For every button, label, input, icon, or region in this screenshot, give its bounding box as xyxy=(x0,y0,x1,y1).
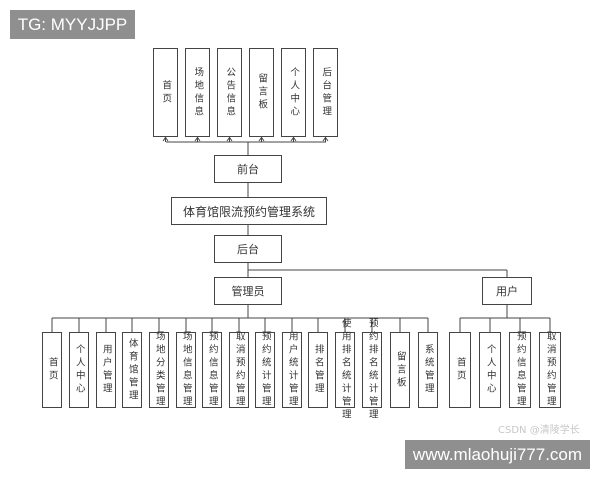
frontend-page-box: 后台管理 xyxy=(313,48,338,137)
frontend-page-box: 场地信息 xyxy=(185,48,210,137)
frontend-page-label: 公告信息 xyxy=(224,66,236,119)
admin-module-label: 使用排名统计管理 xyxy=(339,318,351,422)
user-module-label: 首页 xyxy=(454,357,466,383)
admin-module-label: 预约排名统计管理 xyxy=(366,318,378,422)
user-module-label: 预约信息管理 xyxy=(514,331,526,409)
frontend-page-box: 个人中心 xyxy=(281,48,306,137)
admin-module-label: 系统管理 xyxy=(422,344,434,396)
system-title-label: 体育馆限流预约管理系统 xyxy=(182,204,315,219)
frontend-page-label: 留言板 xyxy=(256,73,268,112)
admin-module-box: 用户管理 xyxy=(96,332,116,408)
admin-module-box: 使用排名统计管理 xyxy=(335,318,355,422)
admin-module-label: 场地分类管理 xyxy=(153,331,165,409)
frontend-label: 前台 xyxy=(237,163,259,176)
admin-module-label: 用户管理 xyxy=(100,344,112,396)
admin-module-label: 首页 xyxy=(46,357,58,383)
admin-module-label: 排名管理 xyxy=(312,344,324,396)
admin-module-box: 场地分类管理 xyxy=(149,331,169,409)
arrow-icon xyxy=(322,136,329,142)
user-module-box: 个人中心 xyxy=(479,332,501,408)
arrow-icon xyxy=(226,136,233,142)
admin-module-label: 个人中心 xyxy=(73,344,85,396)
admin-module-box: 首页 xyxy=(42,332,62,408)
user-module-box: 首页 xyxy=(449,332,471,408)
admin-module-box: 体育馆管理 xyxy=(122,332,142,408)
admin-module-box: 预约信息管理 xyxy=(202,331,222,409)
frontend-page-label: 场地信息 xyxy=(192,66,204,119)
arrow-icon xyxy=(194,136,201,142)
admin-module-label: 预约统计管理 xyxy=(259,331,271,409)
watermark-top-left: TG: MYYJJPP xyxy=(10,10,135,39)
admin-module-label: 预约信息管理 xyxy=(206,331,218,409)
admin-module-box: 场地信息管理 xyxy=(176,331,196,409)
frontend-page-label: 首页 xyxy=(160,79,172,106)
frontend-box: 前台 xyxy=(214,155,282,183)
admin-module-label: 体育馆管理 xyxy=(126,337,138,403)
arrow-icon xyxy=(258,136,265,142)
admin-module-box: 排名管理 xyxy=(308,332,328,408)
frontend-page-label: 个人中心 xyxy=(288,66,300,119)
watermark-csdn: CSDN @清陵学长 xyxy=(498,425,580,436)
admin-module-label: 场地信息管理 xyxy=(180,331,192,409)
frontend-page-label: 后台管理 xyxy=(320,66,332,119)
admin-module-box: 预约排名统计管理 xyxy=(362,318,382,422)
user-module-box: 取消预约管理 xyxy=(539,331,561,409)
admin-module-box: 取消预约管理 xyxy=(229,331,249,409)
frontend-page-box: 留言板 xyxy=(249,48,274,137)
user-role-box: 用户 xyxy=(482,277,532,305)
user-module-label: 个人中心 xyxy=(484,344,496,396)
user-module-box: 预约信息管理 xyxy=(509,331,531,409)
user-module-label: 取消预约管理 xyxy=(544,331,556,409)
admin-module-box: 留言板 xyxy=(390,332,410,408)
backend-box: 后台 xyxy=(214,235,282,263)
admin-module-box: 预约统计管理 xyxy=(255,331,275,409)
admin-module-label: 用户统计管理 xyxy=(286,331,298,409)
admin-module-label: 留言板 xyxy=(394,350,406,390)
user-role-label: 用户 xyxy=(496,285,518,298)
watermark-bottom-right: www.mlaohuji777.com xyxy=(405,440,590,469)
system-title-box: 体育馆限流预约管理系统 xyxy=(171,197,327,225)
backend-label: 后台 xyxy=(237,243,259,256)
arrow-icon xyxy=(162,136,169,142)
admin-module-label: 取消预约管理 xyxy=(233,331,245,409)
admin-module-box: 用户统计管理 xyxy=(282,331,302,409)
frontend-page-box: 公告信息 xyxy=(217,48,242,137)
frontend-page-box: 首页 xyxy=(153,48,178,137)
arrow-icon xyxy=(290,136,297,142)
admin-role-label: 管理员 xyxy=(231,285,265,298)
admin-module-box: 系统管理 xyxy=(418,332,438,408)
admin-role-box: 管理员 xyxy=(214,277,282,305)
admin-module-box: 个人中心 xyxy=(69,332,89,408)
